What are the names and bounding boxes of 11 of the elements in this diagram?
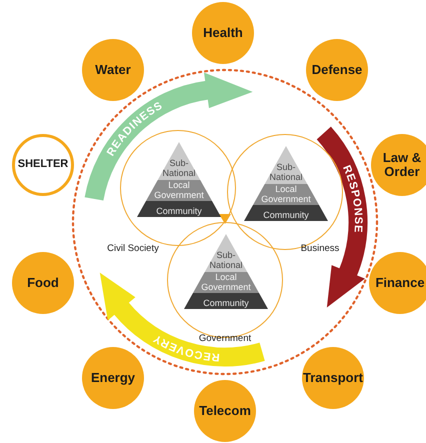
pyramid-tier: Community xyxy=(244,205,328,221)
pyramid-tier: Community xyxy=(184,293,268,309)
pyramid-tier: Sub-National xyxy=(158,142,200,180)
circle-caption: Business xyxy=(300,242,340,256)
pyramid-tier: Local Government xyxy=(252,184,320,205)
pyramid-tier: Local Government xyxy=(192,272,260,293)
pyramid-tier: Sub-National xyxy=(204,234,248,272)
pyramid-tier: Sub-National xyxy=(264,146,308,184)
pyramid-tier: Community xyxy=(137,201,221,217)
circle-caption: Civil Society xyxy=(107,242,159,256)
pyramid-tier: Local Government xyxy=(146,180,212,201)
